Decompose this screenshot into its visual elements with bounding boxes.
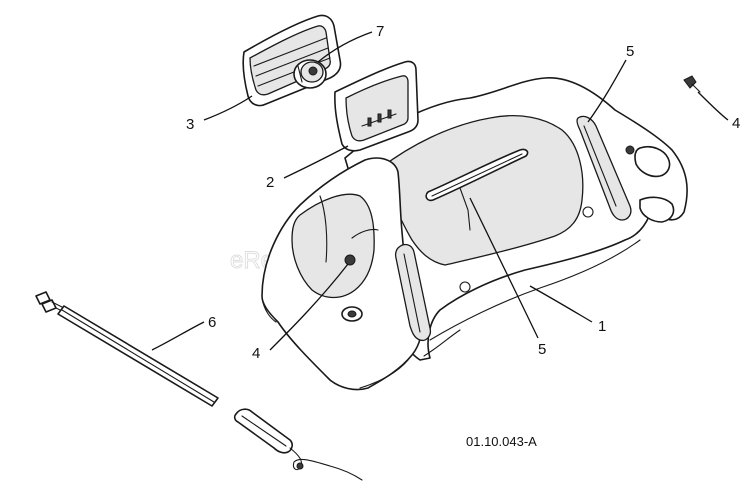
- leader-5-bottom: [469, 197, 539, 339]
- callout-5-top: 5: [626, 43, 634, 60]
- leader-2: [283, 145, 349, 179]
- leader-3: [203, 95, 253, 121]
- callout-5-bottom: 5: [538, 341, 546, 358]
- callout-3: 3: [186, 116, 194, 133]
- drawing-code: 01.10.043-A: [466, 434, 537, 449]
- callout-7: 7: [376, 23, 384, 40]
- callout-4-right: 4: [732, 115, 740, 132]
- main-housing-part: [344, 77, 688, 361]
- leader-7: [317, 31, 373, 63]
- frame-part: [334, 60, 419, 152]
- left-shell-part: [261, 157, 432, 391]
- callout-2: 2: [266, 174, 274, 191]
- callout-4-left: 4: [252, 345, 260, 362]
- leader-6: [151, 321, 205, 351]
- callout-6: 6: [208, 314, 216, 331]
- leader-4-right: [697, 91, 729, 121]
- callout-1: 1: [598, 318, 606, 335]
- screw-part-right: [683, 75, 701, 93]
- module-part: [242, 14, 342, 107]
- cable-rod-part: [35, 291, 363, 481]
- knob-part: [293, 59, 327, 89]
- leader-4-left: [269, 263, 349, 351]
- leader-1: [529, 285, 593, 323]
- leader-5-top: [587, 59, 627, 123]
- leader-lines: [151, 31, 729, 351]
- screw-part-left: [344, 254, 356, 266]
